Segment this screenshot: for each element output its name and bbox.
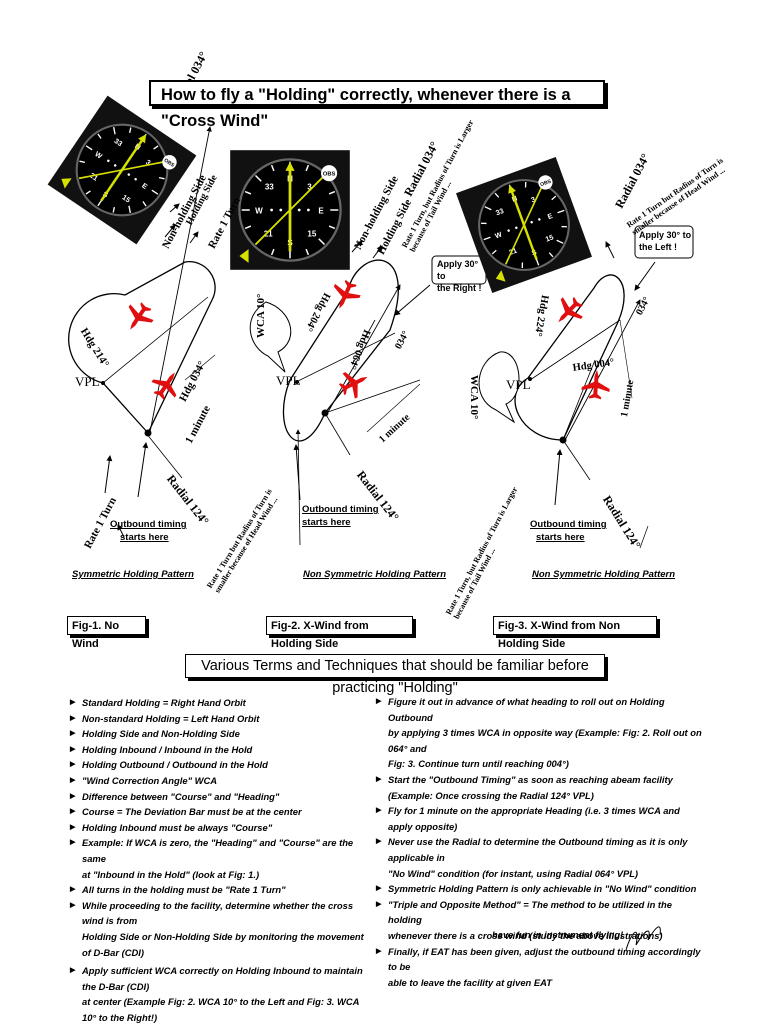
list-item-continued: Holding Side or Non-Holding Side by moni… bbox=[82, 930, 364, 958]
list-item: "Wind Correction Angle" WCA bbox=[70, 773, 375, 789]
fig3-vpl: VPL bbox=[506, 377, 531, 392]
list-item: Holding Outbound / Outbound in the Hold bbox=[70, 757, 375, 773]
list-item-continued: whenever there is a cross wind (study th… bbox=[388, 929, 663, 941]
list-item-continued: "No Wind" condition (for instant, using … bbox=[388, 867, 639, 879]
list-item-continued: at center (Example Fig: 2. WCA 10° to th… bbox=[82, 996, 360, 1023]
list-item: Difference between "Course" and "Heading… bbox=[70, 789, 375, 805]
list-item: Course = The Deviation Bar must be at th… bbox=[70, 804, 375, 820]
list-item: Start the "Outbound Timing" as soon as r… bbox=[376, 772, 706, 788]
fig2-outbound-timing: Outbound timing starts here bbox=[302, 504, 379, 528]
closing-note: have fun in instrument flying! bbox=[492, 929, 624, 940]
plane-inbound-3 bbox=[548, 291, 589, 332]
list-item-continued: at "Inbound in the Hold" (look at Fig: 1… bbox=[82, 868, 260, 880]
list-item-continued: able to leave the facility at given EAT bbox=[388, 976, 552, 988]
fig2-apply-callout: Apply 30° to the Right ! bbox=[437, 259, 482, 293]
fig1-outbound-timing: Outbound timing starts here bbox=[110, 519, 187, 543]
list-item-continued: Fig: 3. Continue turn until reaching 004… bbox=[388, 758, 569, 770]
list-item: Figure it out in advance of what heading… bbox=[376, 694, 706, 725]
fig1-label-box: Fig-1. No Wind bbox=[67, 616, 146, 650]
list-item: All turns in the holding must be "Rate 1… bbox=[70, 882, 375, 898]
list-item: "Triple and Opposite Method" = The metho… bbox=[376, 897, 706, 928]
fig3-caption: Non Symmetric Holding Pattern bbox=[532, 569, 676, 580]
fig2-label-box: Fig-2. X-Wind from Holding Side bbox=[266, 616, 413, 650]
fig3-outbound-timing: Outbound timing starts here bbox=[530, 519, 607, 543]
list-item: Non-standard Holding = Left Hand Orbit bbox=[70, 711, 375, 727]
fig2-caption: Non Symmetric Holding Pattern bbox=[303, 569, 447, 580]
fig3-apply-callout: Apply 30° to the Left ! bbox=[639, 230, 692, 252]
list-item-continued: (Example: Once crossing the Radial 124° … bbox=[388, 789, 594, 801]
fig1-caption: Symmetric Holding Pattern bbox=[72, 569, 194, 580]
figure-2-diagram bbox=[228, 148, 487, 546]
left-terms-list: Standard Holding = Right Hand Orbit Non-… bbox=[70, 695, 375, 1025]
fig3-wca: WCA 10° bbox=[468, 375, 480, 420]
list-item: Finally, if EAT has been given, adjust t… bbox=[376, 944, 706, 975]
list-item: Holding Side and Non-Holding Side bbox=[70, 726, 375, 742]
fig2-vpl: VPL bbox=[276, 373, 301, 388]
list-item: Holding Inbound must be always "Course" bbox=[70, 820, 375, 836]
plane-inbound-1 bbox=[118, 297, 158, 338]
list-item: While proceeding to the facility, determ… bbox=[70, 898, 375, 929]
figure-3-diagram bbox=[454, 155, 694, 549]
list-item-continued: by applying 3 times WCA in opposite way … bbox=[388, 727, 702, 754]
list-item: Holding Inbound / Inbound in the Hold bbox=[70, 742, 375, 758]
list-item: Never use the Radial to determine the Ou… bbox=[376, 834, 706, 865]
list-item: Apply sufficient WCA correctly on Holdin… bbox=[70, 963, 375, 994]
right-terms-list: Figure it out in advance of what heading… bbox=[376, 694, 706, 990]
fig1-vpl: VPL bbox=[75, 374, 100, 389]
fig3-label-box: Fig-3. X-Wind from Non Holding Side bbox=[493, 616, 657, 650]
figure-1-diagram bbox=[46, 94, 216, 538]
cdi-instrument-2 bbox=[228, 148, 352, 272]
list-item: Example: If WCA is zero, the "Heading" a… bbox=[70, 835, 375, 866]
page-title: How to fly a "Holding" correctly, whenev… bbox=[149, 80, 605, 130]
list-item: Symmetric Holding Pattern is only achiev… bbox=[376, 881, 706, 897]
list-item: Standard Holding = Right Hand Orbit bbox=[70, 695, 375, 711]
fig2-wca: WCA 10° bbox=[255, 293, 267, 338]
list-item: Fly for 1 minute on the appropriate Head… bbox=[376, 803, 706, 834]
section-subtitle: Various Terms and Techniques that should… bbox=[185, 654, 605, 696]
